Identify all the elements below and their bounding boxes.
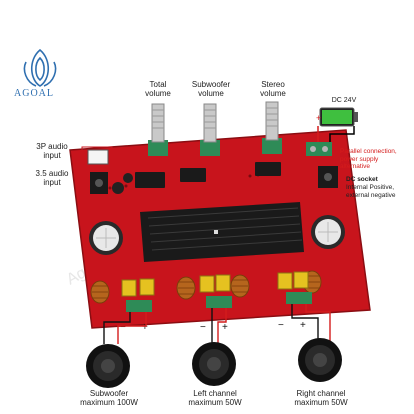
stereo-volume-knob[interactable] [262, 101, 282, 154]
svg-text:−: − [120, 322, 126, 333]
subwoofer-volume-label: Subwoofer volume [191, 80, 231, 98]
left-channel-output-label: Left channel maximum 50W [188, 389, 242, 407]
total-volume-knob[interactable] [148, 103, 168, 156]
svg-text:+: + [142, 322, 148, 333]
capacitor-small [123, 173, 133, 183]
stereo-volume-label: Stereo volume [260, 80, 286, 98]
speaker-terminals[interactable] [126, 292, 312, 312]
black-wire [329, 126, 355, 142]
ic-chips [135, 162, 281, 188]
battery-icon: + [316, 107, 358, 127]
subwoofer-output-label: Subwoofer maximum 100W [80, 389, 138, 407]
subwoofer-volume-knob[interactable] [200, 103, 220, 156]
svg-text:+: + [316, 113, 321, 123]
subwoofer-speaker [86, 344, 130, 388]
svg-text:−: − [278, 320, 284, 331]
3.5-audio-input-label: 3.5 audio input [35, 169, 69, 187]
film-capacitors [121, 271, 309, 297]
right-channel-speaker [298, 338, 342, 382]
parallel-connection-note: Parallel connection, power supply altern… [340, 148, 397, 170]
svg-text:+: + [222, 322, 228, 333]
right-channel-output-label: Right channel maximum 50W [294, 389, 348, 407]
left-channel-speaker [192, 342, 236, 386]
capacitor-small [112, 182, 124, 194]
power-terminal[interactable] [306, 142, 332, 156]
svg-text:−: − [200, 322, 206, 333]
brand-name: AGOAL [14, 88, 54, 99]
dc-24v-label: DC 24V [331, 97, 357, 104]
agoal-logo [23, 48, 57, 87]
capacitor-left [89, 221, 123, 255]
dc-socket-desc: Internal Positive, external negative [346, 184, 396, 199]
total-volume-label: Total volume [145, 80, 171, 98]
3p-audio-connector[interactable] [87, 149, 109, 165]
svg-text:+: + [300, 320, 306, 331]
heatsink [140, 202, 304, 262]
capacitor-right [311, 215, 345, 249]
dc-socket-title: DC socket [346, 176, 378, 183]
3p-audio-input-label: 3P audio input [36, 142, 68, 160]
